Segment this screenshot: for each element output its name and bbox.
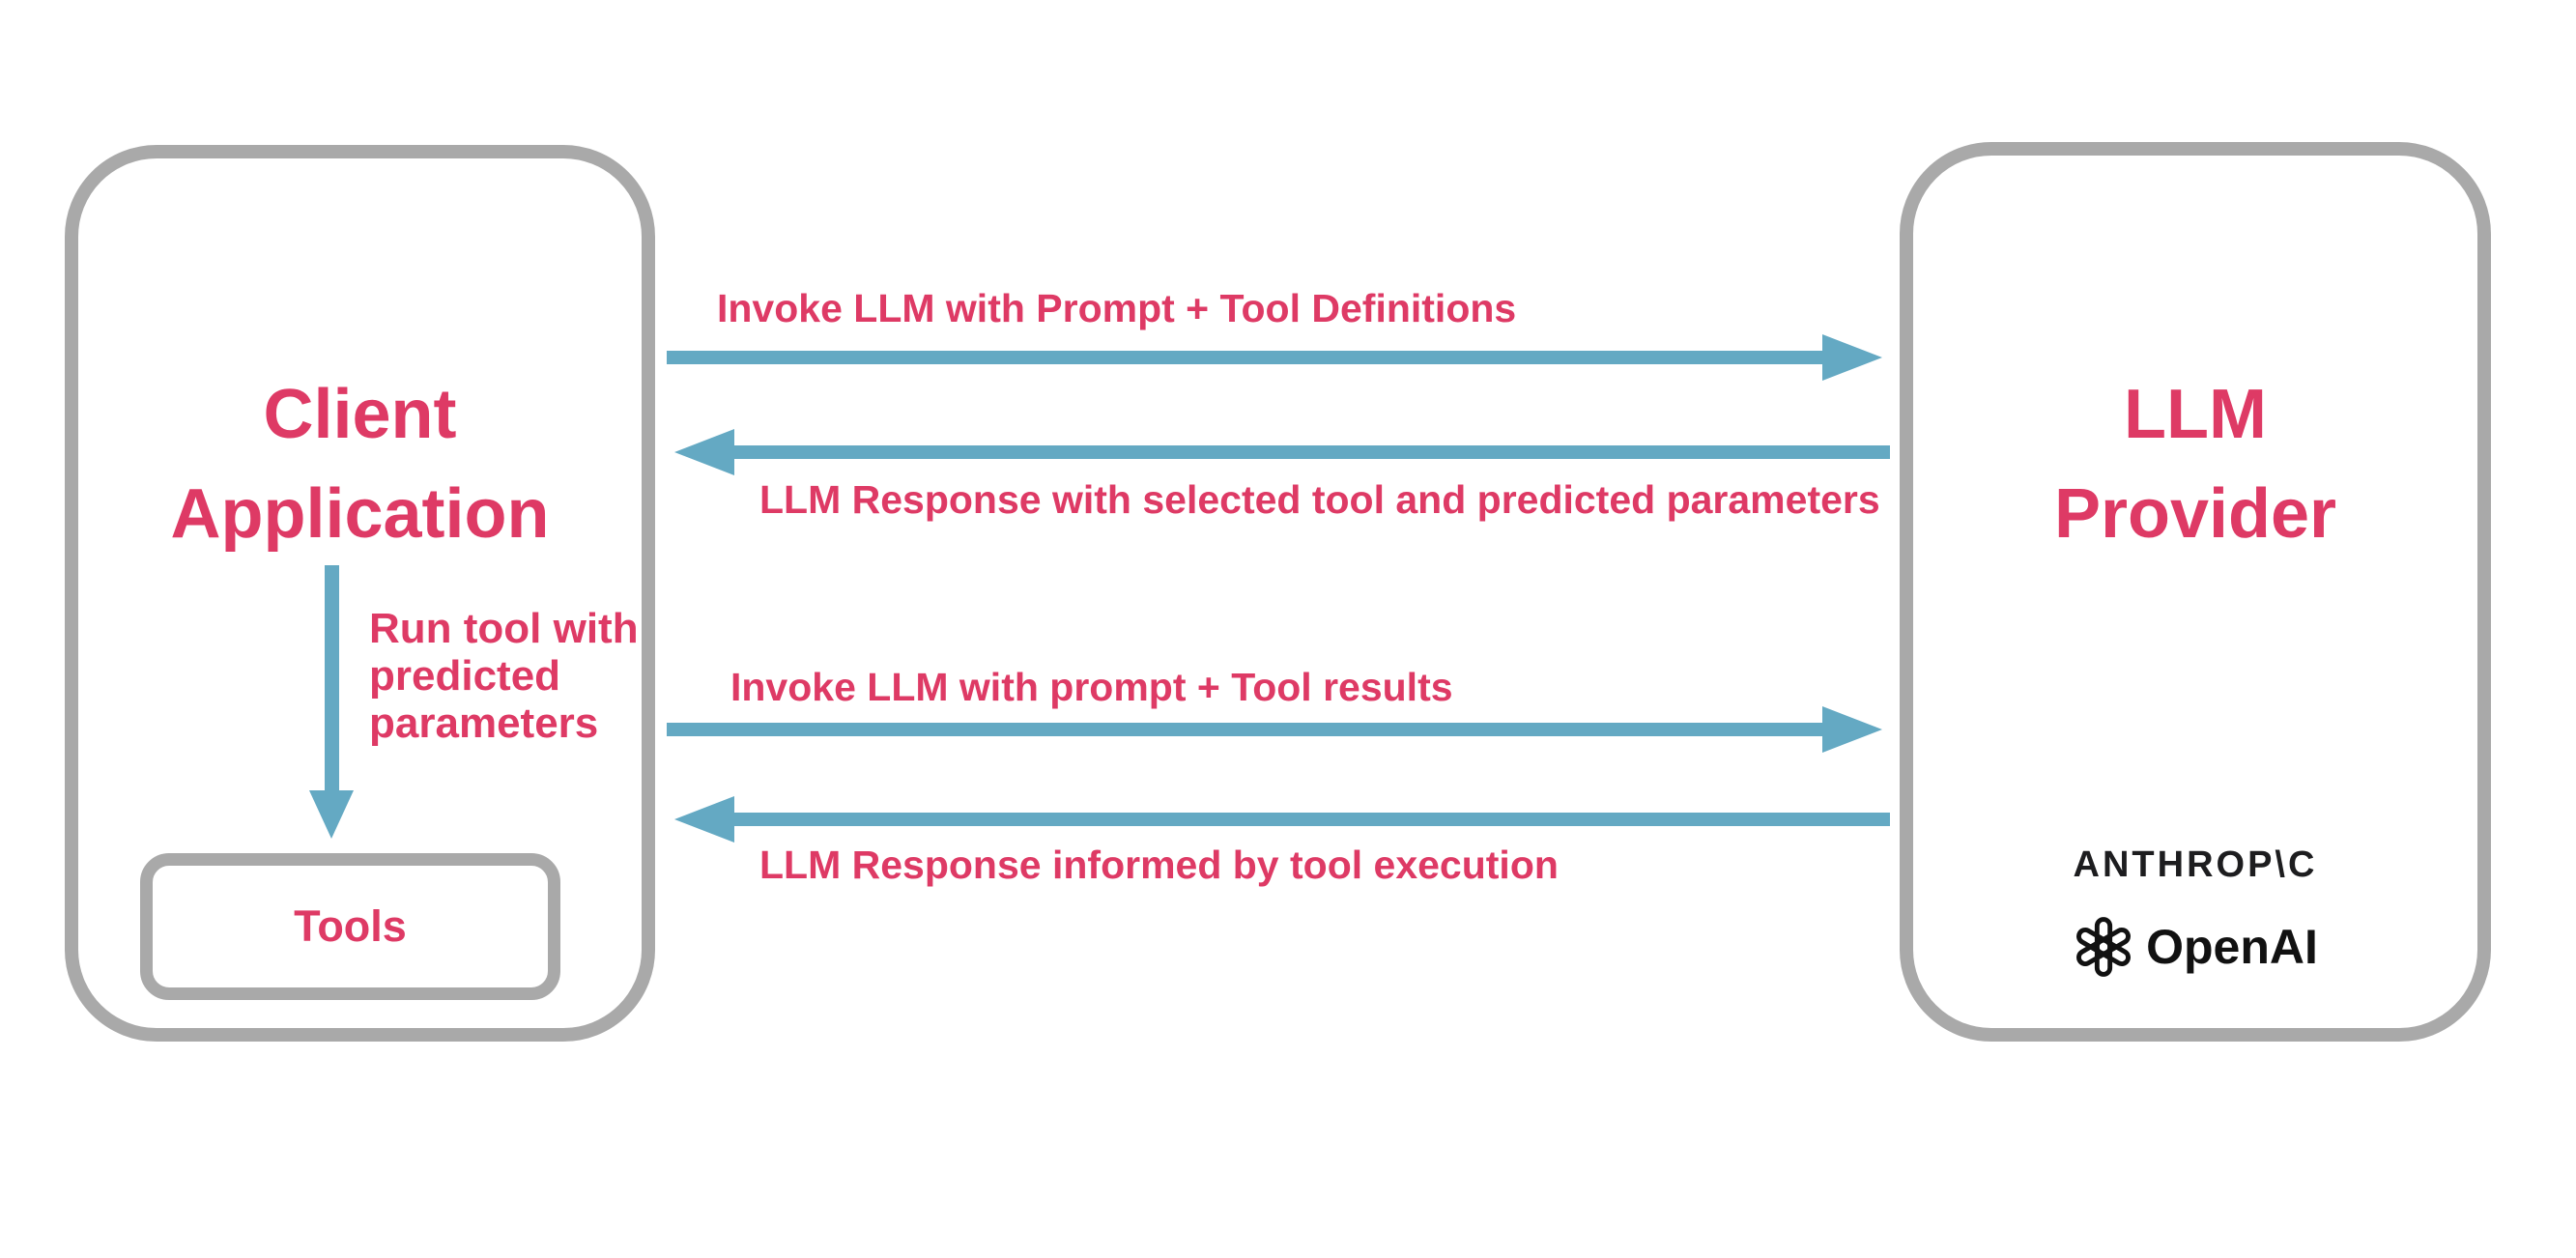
arrow-response-informed-shaft: [734, 813, 1890, 826]
arrow-run-tool-head-icon: [309, 790, 354, 839]
arrow-invoke-with-results-shaft: [667, 723, 1822, 736]
arrow-invoke-with-definitions-shaft: [667, 351, 1822, 364]
client-title-line2: Application: [170, 475, 550, 553]
run-tool-label-line1: Run tool with: [369, 605, 639, 652]
llm-provider-box: [1900, 142, 2491, 1042]
llm-title-line2: Provider: [2053, 475, 2337, 553]
llm-provider-title: LLM Provider: [1900, 365, 2491, 564]
tools-label: Tools: [294, 901, 407, 951]
run-tool-label: Run tool with predicted parameters: [369, 605, 639, 747]
arrow-label-response-informed: LLM Response informed by tool execution: [759, 843, 1559, 887]
openai-wordmark: OpenAI: [2146, 920, 2318, 974]
arrow-response-with-tool-shaft: [734, 445, 1890, 459]
arrow-label-invoke-with-definitions: Invoke LLM with Prompt + Tool Definition…: [717, 286, 1517, 330]
arrow-label-invoke-with-results: Invoke LLM with prompt + Tool results: [730, 665, 1453, 709]
arrow-response-with-tool-head-icon: [674, 429, 734, 475]
openai-logo: OpenAI: [1900, 912, 2491, 982]
client-application-title: Client Application: [65, 365, 655, 564]
arrow-response-informed-head-icon: [674, 796, 734, 843]
tools-box: Tools: [140, 853, 560, 1000]
llm-title-line1: LLM: [2124, 376, 2267, 453]
arrow-run-tool-shaft: [325, 565, 339, 790]
anthropic-wordmark: ANTHROP\C: [2073, 844, 2318, 885]
arrow-invoke-with-results-head-icon: [1822, 706, 1882, 753]
openai-knot-icon: [2076, 917, 2132, 977]
client-title-line1: Client: [263, 376, 457, 453]
run-tool-label-line3: parameters: [369, 700, 599, 747]
run-tool-label-line2: predicted: [369, 652, 561, 700]
arrow-invoke-with-definitions-head-icon: [1822, 334, 1882, 381]
arrow-label-response-with-tool: LLM Response with selected tool and pred…: [759, 477, 1880, 522]
